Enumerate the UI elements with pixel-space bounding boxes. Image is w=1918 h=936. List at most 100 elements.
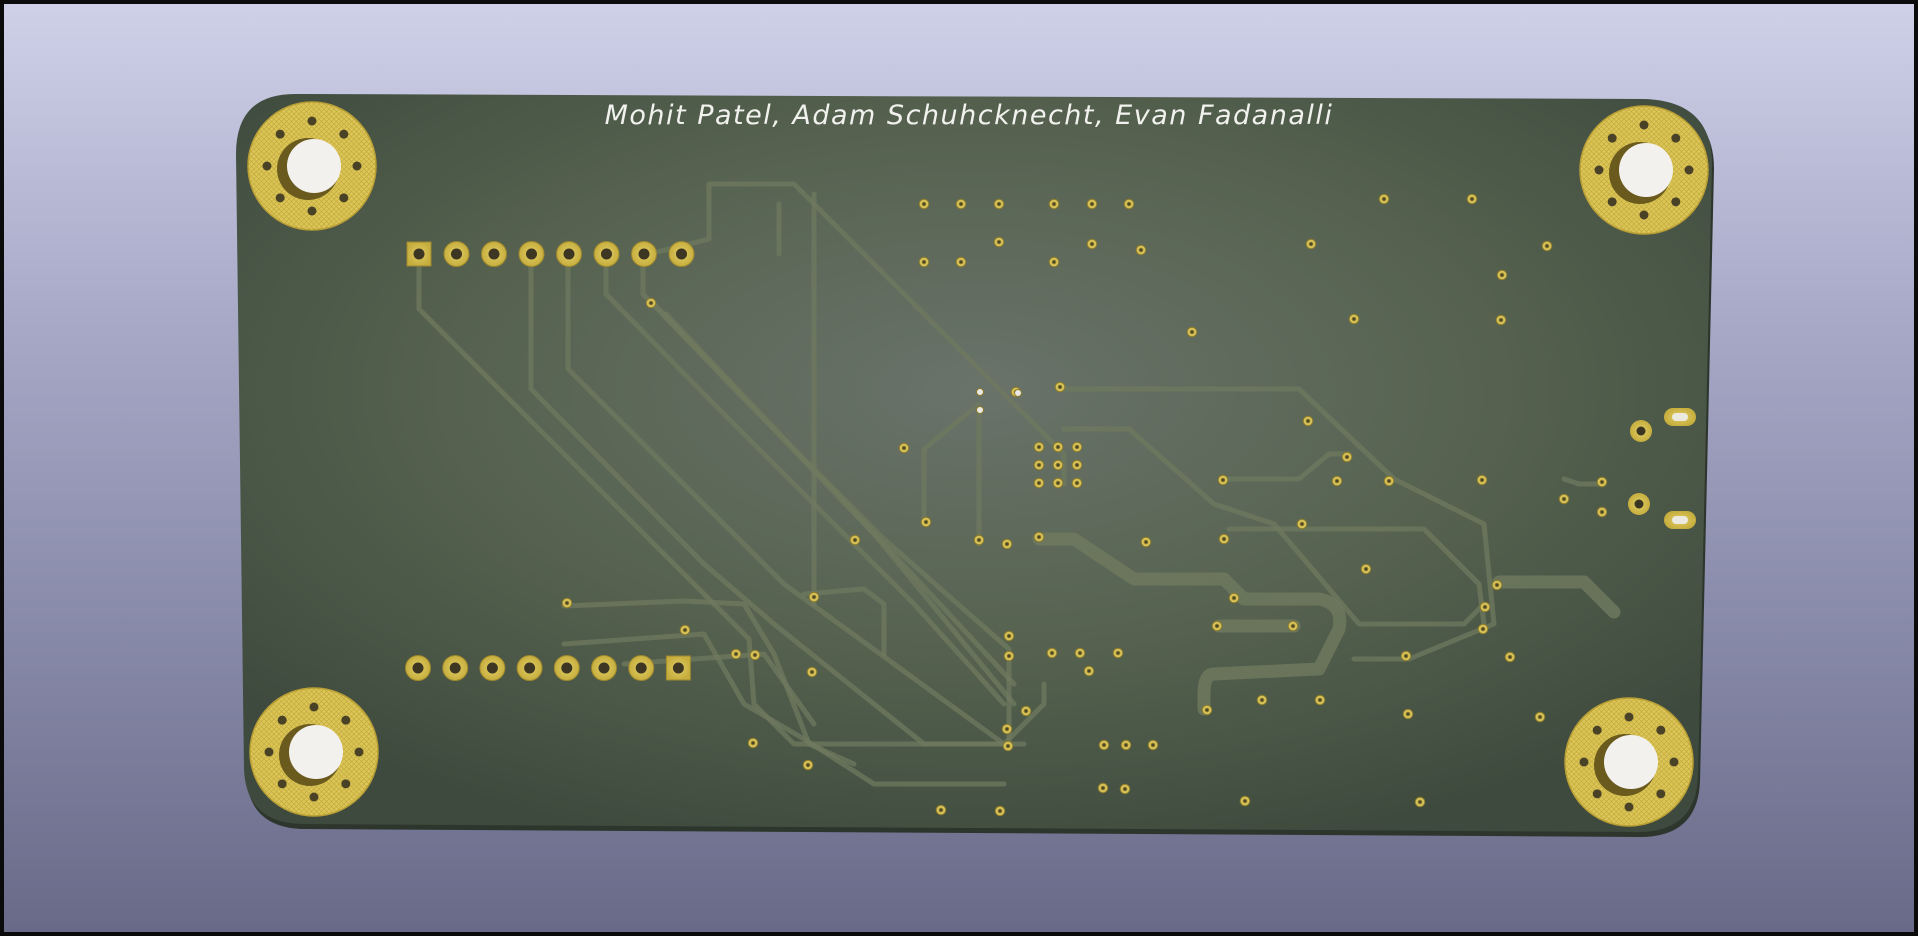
via — [1256, 694, 1268, 706]
header-pin-top — [556, 241, 582, 267]
via — [1086, 238, 1098, 250]
via — [1052, 441, 1064, 453]
via — [1331, 475, 1343, 487]
header-pin-bottom — [479, 655, 506, 681]
via — [935, 804, 947, 816]
via — [1003, 650, 1015, 662]
via-pads — [561, 193, 1608, 817]
via — [849, 534, 861, 546]
mounting-hole — [1579, 105, 1709, 235]
via — [920, 516, 932, 528]
via — [1002, 740, 1014, 752]
via — [955, 256, 967, 268]
header-pin-top — [406, 241, 432, 267]
via — [1302, 415, 1314, 427]
via — [1086, 198, 1098, 210]
via — [1147, 739, 1159, 751]
via — [955, 198, 967, 210]
usb-connector-pads — [1628, 408, 1696, 529]
via — [1541, 240, 1553, 252]
silkscreen-author-label: Mohit Patel, Adam Schuhcknecht, Evan Fad… — [604, 100, 1334, 131]
via — [1112, 647, 1124, 659]
via — [1052, 477, 1064, 489]
via — [1228, 592, 1240, 604]
via — [1135, 244, 1147, 256]
via — [1495, 314, 1507, 326]
via — [1033, 531, 1045, 543]
via — [1360, 563, 1372, 575]
via — [1033, 441, 1045, 453]
via — [1033, 477, 1045, 489]
via — [1296, 518, 1308, 530]
via — [1074, 647, 1086, 659]
via — [1341, 451, 1353, 463]
header-pin-bottom — [442, 655, 469, 681]
via — [1046, 647, 1058, 659]
mounting-hole — [1564, 697, 1694, 827]
via — [918, 198, 930, 210]
via — [1201, 704, 1213, 716]
via — [1048, 198, 1060, 210]
via — [898, 442, 910, 454]
via — [1120, 739, 1132, 751]
via — [749, 649, 761, 661]
header-pin-top — [593, 241, 620, 267]
mounting-holes — [247, 101, 1709, 827]
unplated-hole — [976, 388, 984, 396]
via — [1383, 475, 1395, 487]
via — [1140, 536, 1152, 548]
via — [993, 198, 1005, 210]
via — [1466, 193, 1478, 205]
via — [1119, 783, 1131, 795]
via — [993, 236, 1005, 248]
via — [1052, 459, 1064, 471]
via — [1596, 476, 1608, 488]
via — [1491, 579, 1503, 591]
header-pin-top — [668, 241, 695, 267]
via — [1287, 620, 1299, 632]
via — [1477, 623, 1489, 635]
header-pin-top — [481, 241, 507, 267]
via — [1001, 723, 1013, 735]
via — [1558, 493, 1570, 505]
via — [994, 805, 1006, 817]
via — [1218, 533, 1230, 545]
via — [679, 624, 691, 636]
header-pin-top — [443, 241, 470, 267]
via — [1239, 795, 1251, 807]
via — [1033, 459, 1045, 471]
pcb-board-render — [236, 93, 1714, 837]
via — [1402, 708, 1414, 720]
via — [1378, 193, 1390, 205]
via — [1003, 630, 1015, 642]
via — [1083, 665, 1095, 677]
via — [1001, 538, 1013, 550]
via — [645, 297, 657, 309]
via — [802, 759, 814, 771]
via — [1097, 782, 1109, 794]
via — [1054, 381, 1066, 393]
via — [1534, 711, 1546, 723]
via — [1071, 441, 1083, 453]
via — [1476, 474, 1488, 486]
unplated-hole — [976, 406, 984, 414]
via — [1479, 601, 1491, 613]
mounting-hole — [247, 101, 377, 231]
via — [806, 666, 818, 678]
header-pin-top — [631, 241, 657, 267]
header-pins — [405, 241, 695, 681]
header-pin-bottom — [628, 655, 655, 681]
via — [1217, 474, 1229, 486]
via — [1071, 477, 1083, 489]
header-pin-bottom — [516, 655, 543, 681]
via — [1305, 238, 1317, 250]
via — [730, 648, 742, 660]
via — [1048, 256, 1060, 268]
power-traces — [1032, 532, 1621, 716]
mounting-hole — [249, 687, 379, 817]
via — [1504, 651, 1516, 663]
via — [1098, 739, 1110, 751]
via — [1496, 269, 1508, 281]
unplated-hole — [1014, 389, 1022, 397]
